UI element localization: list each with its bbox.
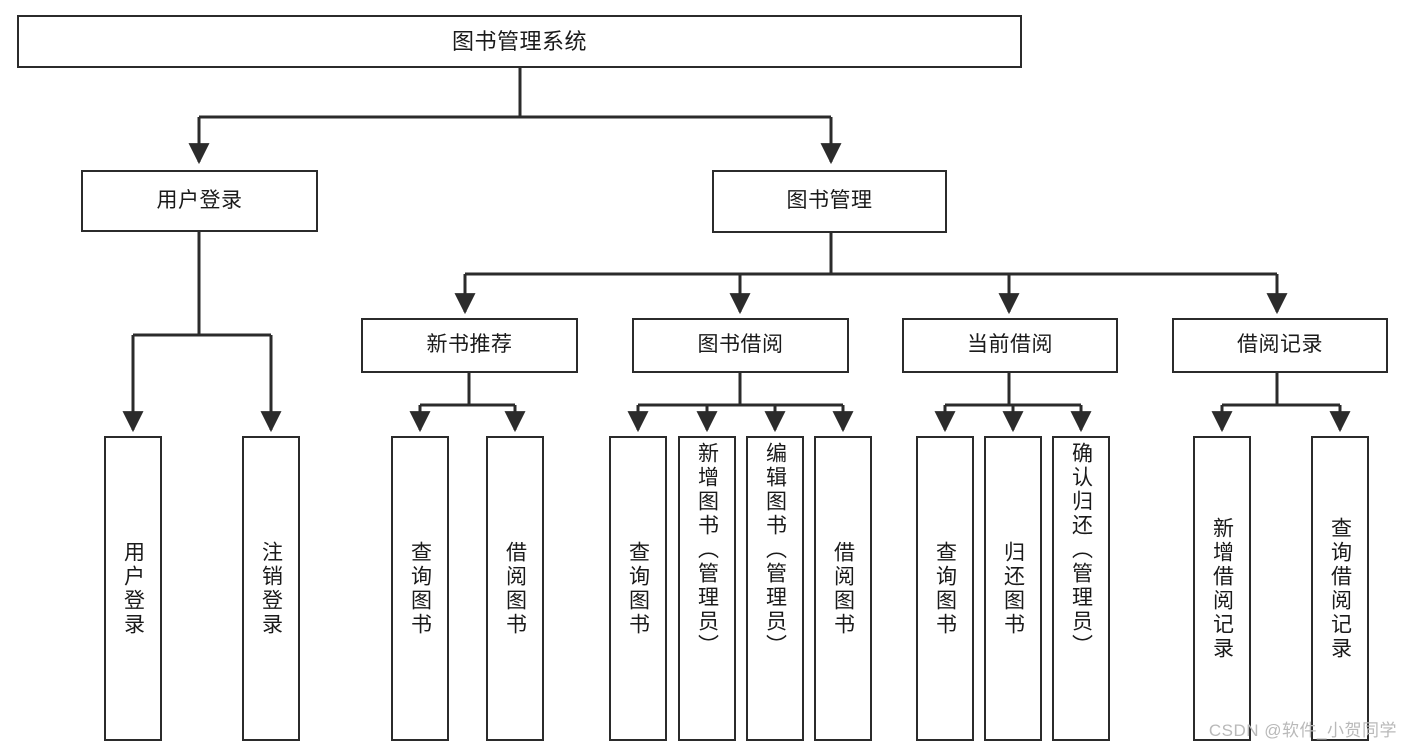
- node-label: 编辑图书（管理员）: [763, 442, 787, 658]
- watermark-text: CSDN @软件_小贺同学: [1208, 721, 1397, 740]
- leaf-query-borrow-record[interactable]: 查询借阅记录: [1311, 436, 1369, 741]
- leaf-return-books[interactable]: 归还图书: [984, 436, 1042, 741]
- node-label: 借阅图书: [831, 540, 855, 637]
- node-label: 查询图书: [408, 540, 432, 637]
- node-label: 图书管理系统: [451, 28, 587, 54]
- node-current-borrowing[interactable]: 当前借阅: [902, 318, 1118, 373]
- leaf-confirm-return-admin[interactable]: 确认归还（管理员）: [1052, 436, 1110, 741]
- node-label: 新书推荐: [426, 333, 513, 357]
- node-label: 查询图书: [933, 540, 957, 637]
- leaf-edit-book-admin[interactable]: 编辑图书（管理员）: [746, 436, 804, 741]
- node-new-book-recommendation[interactable]: 新书推荐: [361, 318, 578, 373]
- node-label: 新增借阅记录: [1210, 516, 1234, 661]
- node-root-system[interactable]: 图书管理系统: [17, 15, 1022, 68]
- node-label: 图书借阅: [697, 333, 784, 357]
- node-label: 当前借阅: [967, 333, 1053, 357]
- node-label: 新增图书（管理员）: [695, 442, 719, 658]
- node-user-login[interactable]: 用户登录: [81, 170, 318, 232]
- node-label: 借阅记录: [1237, 333, 1323, 357]
- node-label: 查询借阅记录: [1328, 516, 1352, 661]
- leaf-query-books-new[interactable]: 查询图书: [391, 436, 449, 741]
- node-label: 用户登录: [156, 188, 243, 212]
- leaf-user-login[interactable]: 用户登录: [104, 436, 162, 741]
- node-book-borrowing[interactable]: 图书借阅: [632, 318, 849, 373]
- leaf-borrow-books-new[interactable]: 借阅图书: [486, 436, 544, 741]
- node-label: 图书管理: [786, 189, 873, 213]
- node-label: 注销登录: [259, 540, 283, 637]
- node-label: 查询图书: [626, 540, 650, 637]
- leaf-query-books-current[interactable]: 查询图书: [916, 436, 974, 741]
- node-label: 用户登录: [121, 540, 145, 637]
- node-book-management[interactable]: 图书管理: [712, 170, 947, 233]
- node-borrowing-records[interactable]: 借阅记录: [1172, 318, 1388, 373]
- leaf-borrow-books[interactable]: 借阅图书: [814, 436, 872, 741]
- leaf-query-books-borrow[interactable]: 查询图书: [609, 436, 667, 741]
- node-label: 借阅图书: [503, 540, 527, 637]
- leaf-add-book-admin[interactable]: 新增图书（管理员）: [678, 436, 736, 741]
- node-label: 归还图书: [1001, 540, 1025, 637]
- leaf-logout[interactable]: 注销登录: [242, 436, 300, 741]
- node-label: 确认归还（管理员）: [1069, 442, 1093, 658]
- leaf-add-borrow-record[interactable]: 新增借阅记录: [1193, 436, 1251, 741]
